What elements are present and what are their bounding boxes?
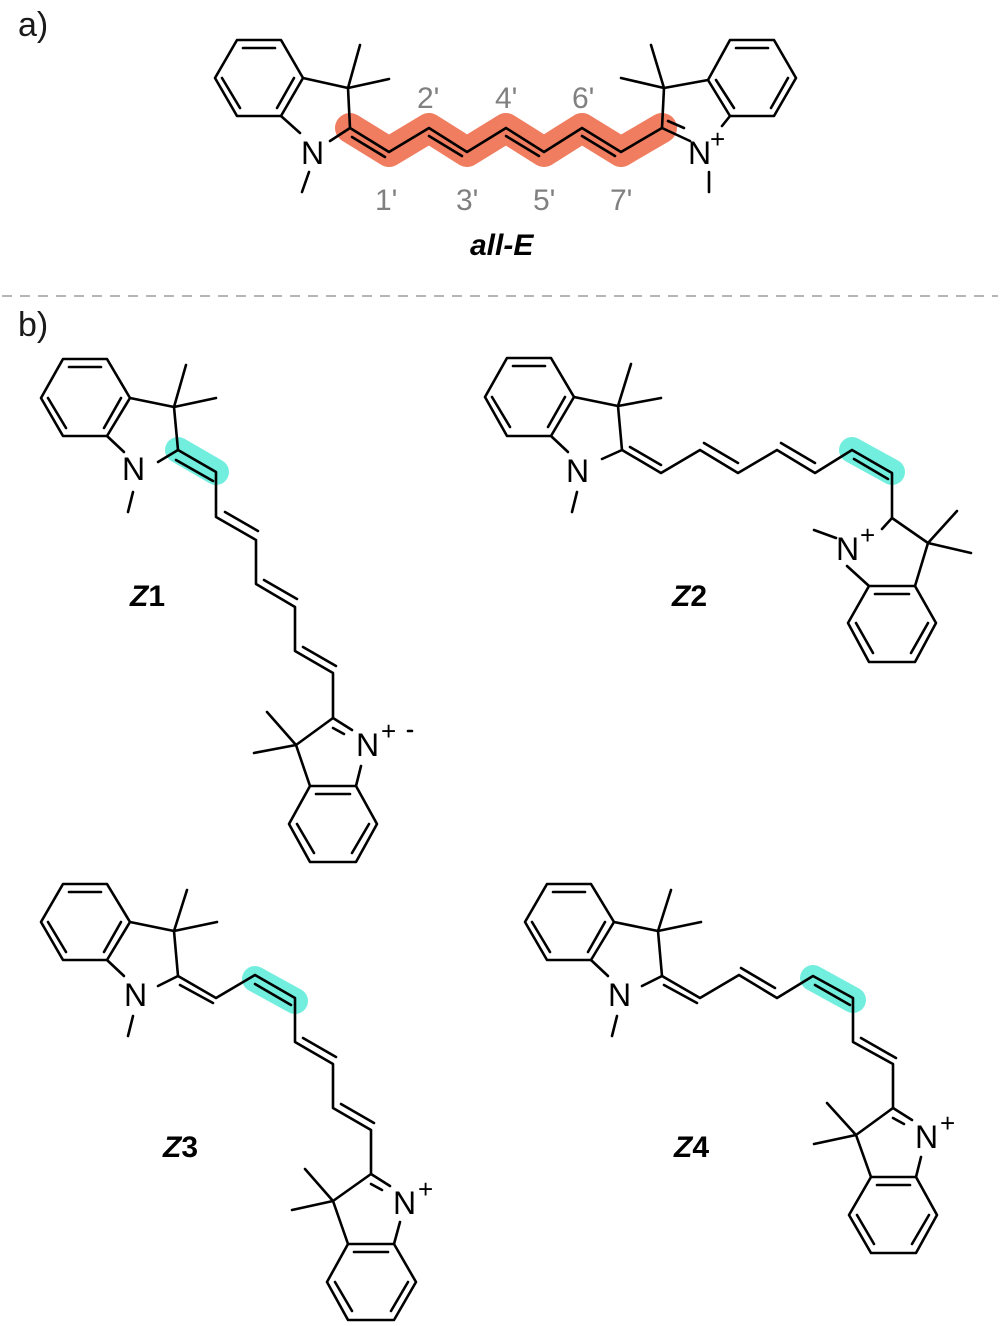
isomer-z4 [523, 882, 939, 1255]
all-e-n-left: N [301, 135, 324, 171]
z1-prefix: Z [129, 580, 150, 613]
z4-number: 4 [692, 1131, 709, 1164]
z2-charge: + [860, 520, 875, 550]
panel-a-label: a) [18, 6, 48, 44]
z3-highlight [242, 966, 308, 1014]
isomer-name-z4: Z4 [673, 1131, 709, 1164]
locant-3: 3' [456, 184, 478, 217]
isomer-name-z2: Z2 [671, 580, 707, 613]
z3-n-left: N [124, 977, 147, 1013]
z3-prefix: Z [162, 1131, 183, 1164]
z3-n-right: N [393, 1185, 416, 1221]
all-e-n-right: N [688, 135, 711, 171]
z2-n-right: N [836, 531, 859, 567]
locant-2: 2' [417, 82, 439, 115]
z1-n-right: N [356, 727, 379, 763]
z2-prefix: Z [671, 580, 692, 613]
z4-highlight [800, 965, 866, 1013]
z3-charge: + [418, 1174, 433, 1204]
isomer-name-z3: Z3 [162, 1131, 198, 1164]
locant-4: 4' [495, 82, 517, 115]
z4-prefix: Z [673, 1131, 694, 1164]
isomer-z3 [39, 882, 418, 1322]
z1-charge: + [381, 716, 396, 746]
isomer-name-z1: Z1 [129, 580, 165, 613]
isomer-z1 [39, 357, 414, 864]
z4-n-right: N [915, 1119, 938, 1155]
panel-b-label: b) [18, 306, 48, 344]
z4-charge: + [940, 1108, 955, 1138]
all-e-charge: + [710, 124, 725, 154]
locant-7: 7' [610, 184, 632, 217]
z1-number: 1 [148, 580, 165, 613]
z3-number: 3 [181, 1131, 198, 1164]
z2-number: 2 [690, 580, 707, 613]
locant-1: 1' [375, 184, 397, 217]
isomer-name-all-e: all-E [470, 229, 534, 262]
locant-6: 6' [572, 82, 594, 115]
all-e-molecule [213, 38, 798, 194]
panel-b: b) [18, 306, 973, 1322]
z2-n-left: N [566, 453, 589, 489]
locant-5: 5' [533, 184, 555, 217]
z1-n-left: N [122, 451, 145, 487]
panel-a: a) [18, 6, 798, 262]
z4-n-left: N [608, 977, 631, 1013]
isomer-z2 [483, 356, 973, 664]
